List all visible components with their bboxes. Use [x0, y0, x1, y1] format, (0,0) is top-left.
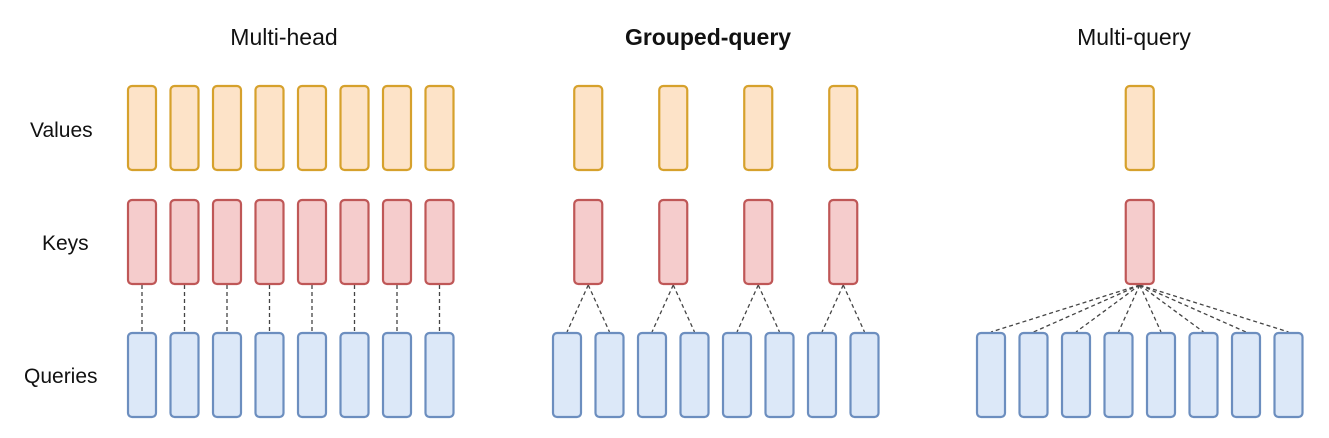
grouped-query-connector-6 [757, 284, 781, 333]
row-labels: Values Keys Queries [24, 119, 98, 388]
multi-head-key-box-8 [424, 198, 455, 286]
grouped-query-query-box-2 [594, 331, 625, 419]
multi-head-key-box-6 [339, 198, 370, 286]
multi-head-query-box-4 [254, 331, 285, 419]
multi-head-value-box-3 [211, 84, 243, 172]
grouped-query-connector-3 [651, 284, 674, 333]
panel-title-multi-head: Multi-head [230, 24, 337, 50]
grouped-query-value-box-2 [658, 84, 689, 172]
row-label-keys: Keys [42, 232, 89, 255]
grouped-query-value-box-4 [828, 84, 859, 172]
multi-query-value-box-1 [1124, 84, 1155, 172]
grouped-query-query-box-3 [636, 331, 668, 419]
multi-head-query-box-8 [424, 331, 455, 419]
multi-query-query-box-4 [1103, 331, 1134, 419]
multi-head-query-box-6 [339, 331, 370, 419]
grouped-query-value-box-3 [743, 84, 774, 172]
multi-head-query-box-7 [381, 331, 413, 419]
multi-head-key-box-7 [381, 198, 413, 286]
multi-query-connector-1 [990, 284, 1140, 333]
panel-title-multi-query: Multi-query [1077, 24, 1191, 50]
multi-head-key-box-3 [211, 198, 243, 286]
multi-head-key-box-1 [126, 198, 158, 286]
multi-head-value-box-5 [296, 84, 328, 172]
multi-query-query-box-6 [1188, 331, 1219, 419]
multi-query-query-box-5 [1145, 331, 1177, 419]
multi-query-connector-6 [1139, 284, 1204, 333]
multi-head-key-box-5 [296, 198, 328, 286]
multi-head-query-box-1 [126, 331, 158, 419]
multi-head-query-box-5 [296, 331, 328, 419]
grouped-query-query-box-5 [721, 331, 753, 419]
grouped-query-key-box-4 [828, 198, 859, 286]
multi-query-query-box-7 [1230, 331, 1262, 419]
grouped-query-key-box-1 [573, 198, 604, 286]
multi-query-query-box-8 [1273, 331, 1304, 419]
grouped-query-connector-4 [672, 284, 696, 333]
multi-head-value-box-4 [254, 84, 285, 172]
panel-title-grouped-query: Grouped-query [625, 24, 791, 50]
multi-head-key-box-4 [254, 198, 285, 286]
grouped-query-connector-7 [821, 284, 844, 333]
multi-query-connector-2 [1033, 284, 1141, 333]
multi-head-key-box-2 [169, 198, 200, 286]
multi-head-query-box-3 [211, 331, 243, 419]
grouped-query-query-box-7 [806, 331, 838, 419]
connectors [141, 284, 1289, 333]
multi-query-query-box-2 [1018, 331, 1049, 419]
grouped-query-connector-8 [842, 284, 866, 333]
multi-query-query-box-3 [1060, 331, 1092, 419]
grouped-query-connector-2 [587, 284, 611, 333]
grouped-query-connector-5 [736, 284, 759, 333]
multi-query-connector-5 [1139, 284, 1162, 333]
multi-head-value-box-6 [339, 84, 370, 172]
row-label-values: Values [30, 119, 93, 142]
grouped-query-key-box-2 [658, 198, 689, 286]
multi-query-key-box-1 [1124, 198, 1155, 286]
grouped-query-query-box-1 [551, 331, 583, 419]
grouped-query-query-box-6 [764, 331, 795, 419]
multi-head-value-box-7 [381, 84, 413, 172]
grouped-query-query-box-8 [849, 331, 880, 419]
grouped-query-query-box-4 [679, 331, 710, 419]
multi-head-value-box-8 [424, 84, 455, 172]
multi-query-connector-4 [1117, 284, 1141, 333]
grouped-query-value-box-1 [573, 84, 604, 172]
row-label-queries: Queries [24, 365, 98, 388]
grouped-query-connector-1 [566, 284, 589, 333]
multi-query-connector-7 [1139, 284, 1247, 333]
multi-query-query-box-1 [975, 331, 1007, 419]
grouped-query-key-box-3 [743, 198, 774, 286]
multi-query-connector-8 [1139, 284, 1289, 333]
multi-head-value-box-2 [169, 84, 200, 172]
multi-head-value-box-1 [126, 84, 158, 172]
multi-head-query-box-2 [169, 331, 200, 419]
head-boxes [126, 84, 1304, 419]
multi-query-connector-3 [1075, 284, 1141, 333]
